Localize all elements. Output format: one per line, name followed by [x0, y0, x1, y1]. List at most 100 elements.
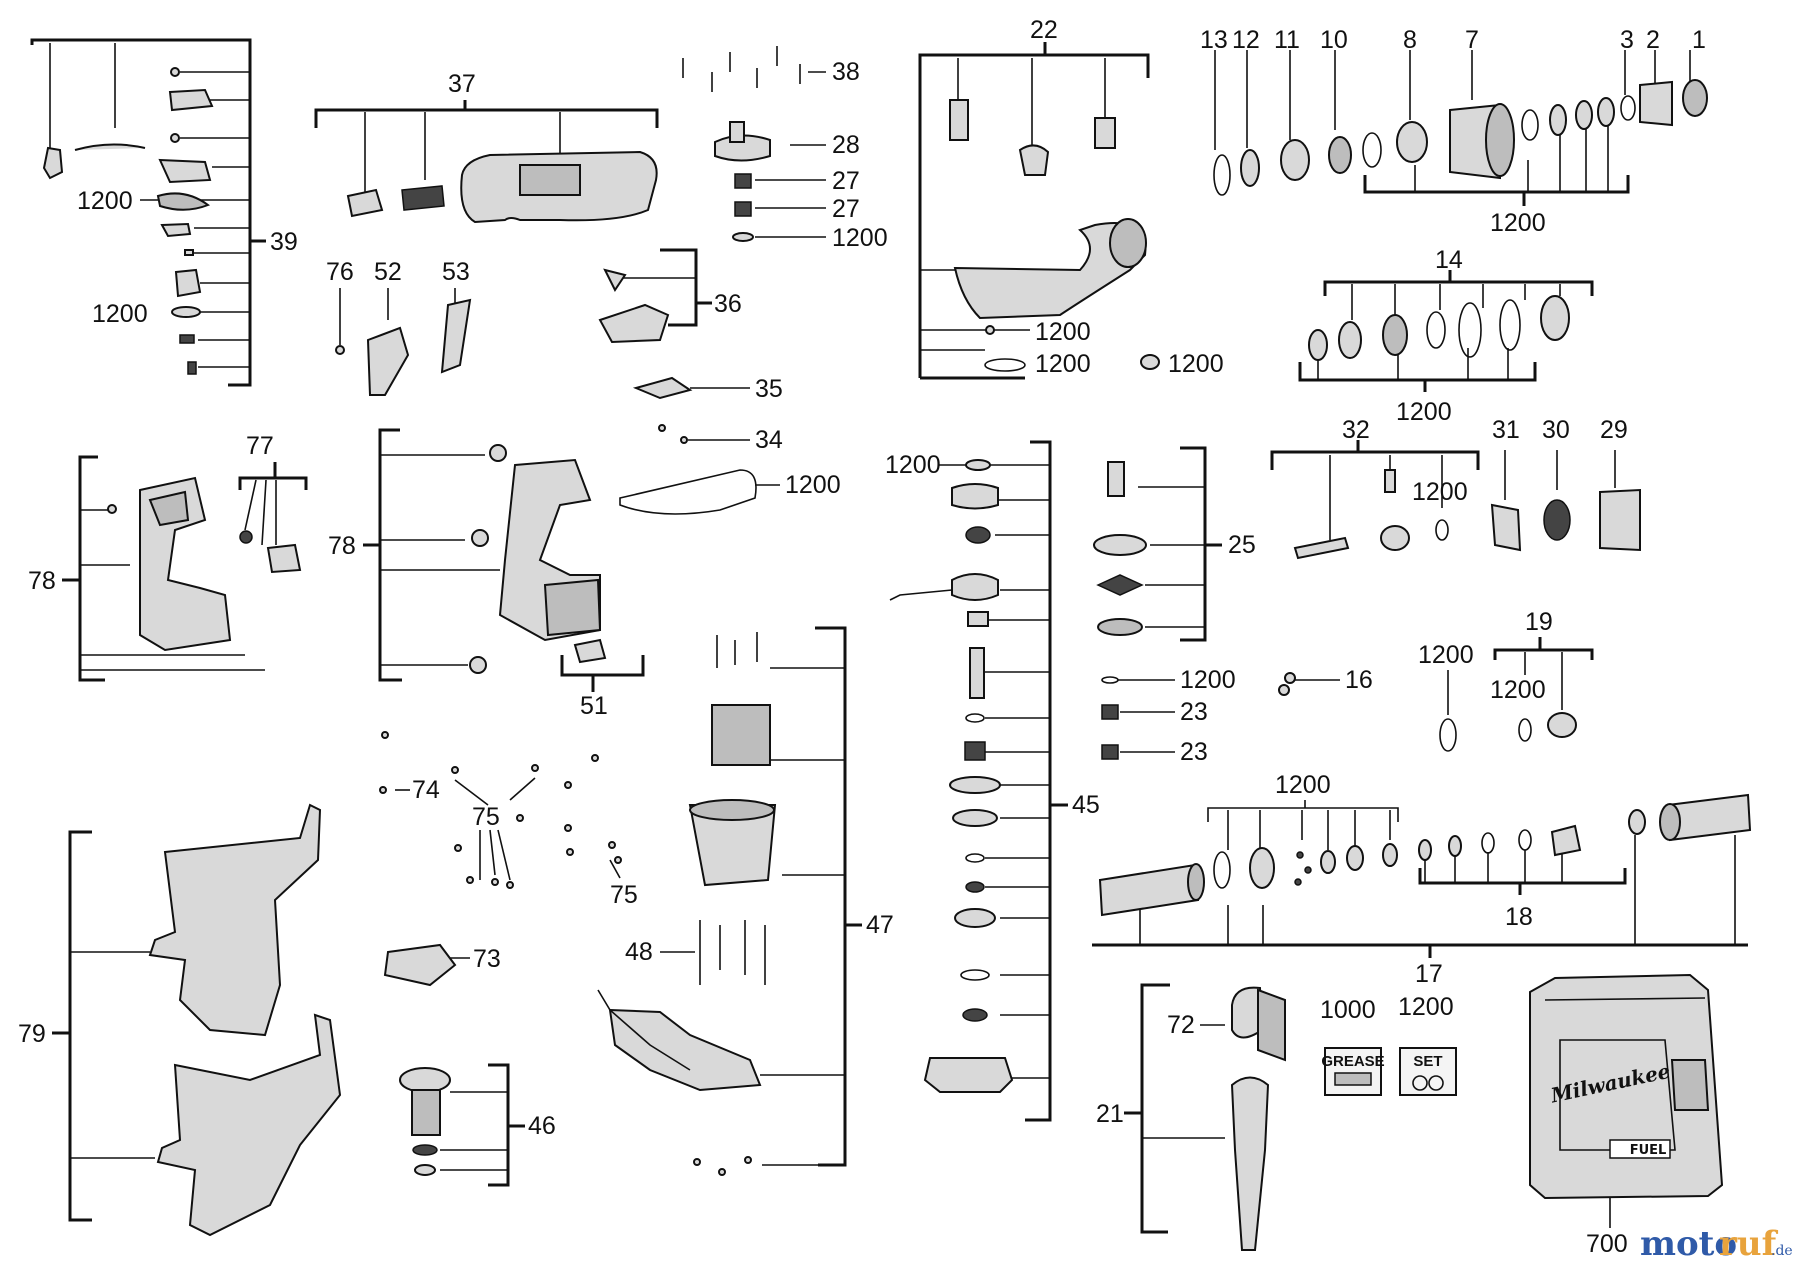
group-35-34 [619, 376, 780, 515]
latch-77 [266, 543, 302, 574]
label-1200: 1200 [1168, 350, 1224, 378]
spring-11 [1280, 139, 1310, 181]
ball-part [1296, 851, 1304, 859]
housing-22-front [1109, 218, 1147, 268]
spring-part [179, 334, 195, 344]
oring-icon [1412, 1075, 1428, 1091]
label-1000: 1000 [1320, 996, 1376, 1024]
label-39: 39 [270, 228, 298, 256]
set-box-text: SET [1413, 1053, 1442, 1070]
label-47: 47 [866, 911, 894, 939]
bearing-23 [1101, 704, 1119, 720]
ring-1200 [1575, 100, 1593, 130]
carry-case-700: Milwaukee FUEL [1529, 973, 1724, 1228]
ring-1200 [1518, 718, 1532, 742]
clutch-25 [1096, 574, 1144, 596]
label-74: 74 [412, 776, 440, 804]
lever-part [174, 268, 202, 298]
ring-14 [1499, 299, 1521, 351]
label-1200: 1200 [832, 224, 888, 252]
label-27: 27 [832, 195, 860, 223]
screw-part [744, 1156, 752, 1164]
washer-part [949, 776, 1001, 794]
screw-16 [1284, 672, 1296, 684]
label-23: 23 [1180, 738, 1208, 766]
label-17: 17 [1415, 960, 1443, 988]
ring-18 [1418, 839, 1432, 861]
wire-part [889, 589, 953, 601]
circlip-13 [1213, 154, 1231, 196]
piston-18 [1550, 824, 1582, 857]
circlip-part [960, 969, 990, 981]
label-1200: 1200 [885, 451, 941, 479]
label-25: 25 [1228, 531, 1256, 559]
pin-76 [335, 345, 345, 355]
handle-half-78-inner [148, 490, 190, 527]
label-23: 23 [1180, 698, 1208, 726]
plate-73 [383, 943, 457, 987]
ball-part [1294, 878, 1302, 886]
label-46: 46 [528, 1112, 556, 1140]
label-73: 73 [473, 945, 501, 973]
group-top-right-rings [1213, 50, 1708, 206]
label-78: 78 [328, 532, 356, 560]
label-36: 36 [714, 290, 742, 318]
label-48: 48 [625, 938, 653, 966]
label-51: 51 [580, 692, 608, 720]
screw-34 [658, 424, 666, 432]
label-19: 19 [1525, 608, 1553, 636]
bushing-part [469, 656, 487, 674]
label-8: 8 [1403, 26, 1417, 54]
label-75: 75 [472, 803, 500, 831]
label-1200: 1200 [1490, 209, 1546, 237]
tube-17 [1098, 863, 1200, 917]
screw-part [107, 504, 117, 514]
bearing-30 [1543, 499, 1571, 541]
watermark-suffix: .de [1771, 1243, 1793, 1259]
ring-part [1320, 850, 1336, 874]
screw-16b [1278, 684, 1290, 696]
oring-icon [1428, 1075, 1444, 1091]
label-1: 1 [1692, 26, 1706, 54]
label-10: 10 [1320, 26, 1348, 54]
switch-52 [366, 326, 410, 396]
ring-14 [1382, 314, 1408, 356]
ring-part [965, 713, 985, 723]
ring-part [1382, 843, 1398, 867]
bearing-46 [412, 1144, 438, 1156]
group-46 [399, 1063, 525, 1187]
label-28: 28 [832, 131, 860, 159]
label-1200: 1200 [1396, 398, 1452, 426]
seal-part [965, 459, 991, 471]
group-38 [682, 46, 826, 242]
label-700: 700 [1586, 1230, 1628, 1258]
label-21: 21 [1096, 1100, 1124, 1128]
group-23 [1101, 676, 1175, 760]
label-78: 78 [28, 567, 56, 595]
watermark-part2: ruf [1719, 1224, 1779, 1264]
label-1200: 1200 [1035, 318, 1091, 346]
label-30: 30 [1542, 416, 1570, 444]
screw-part [693, 1158, 701, 1166]
spring-clip-part [74, 143, 146, 151]
disc-part [952, 809, 998, 827]
label-1200: 1200 [77, 187, 133, 215]
group-47 [597, 626, 862, 1176]
housing-7-face [1485, 103, 1515, 177]
plate-35 [632, 376, 693, 400]
ring-1200 [1308, 329, 1328, 361]
bearing-part [965, 881, 985, 893]
washer-part [732, 232, 754, 242]
armature-gear [399, 1067, 451, 1093]
screw-part [170, 67, 180, 77]
label-7: 7 [1465, 26, 1479, 54]
sleeve-29 [1599, 488, 1641, 552]
label-77: 77 [246, 432, 274, 460]
ring-1200 [1521, 109, 1539, 141]
armature-46 [411, 1089, 441, 1136]
oring-part [984, 358, 1026, 372]
label-52: 52 [374, 258, 402, 286]
label-72: 72 [1167, 1011, 1195, 1039]
washer-part [1101, 676, 1119, 684]
